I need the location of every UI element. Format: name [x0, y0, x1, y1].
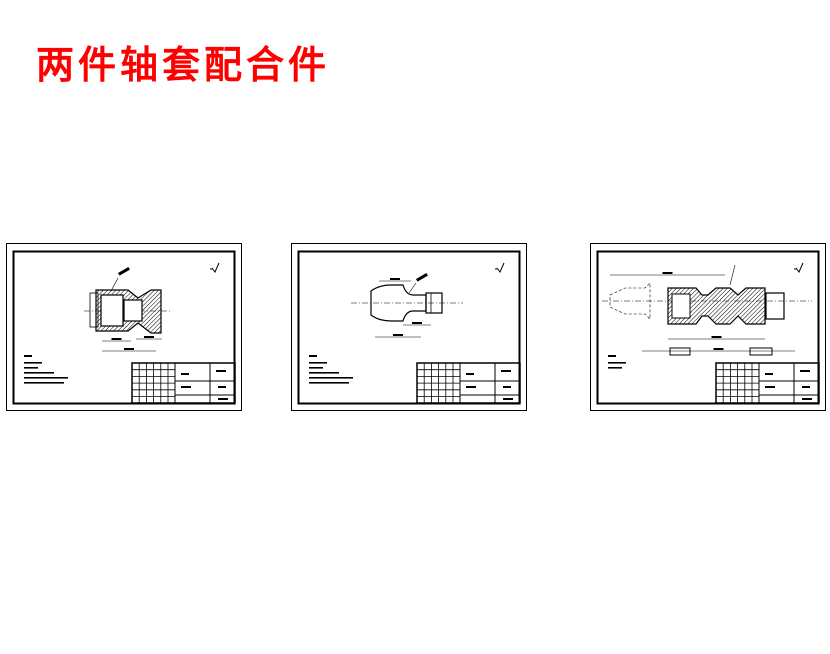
title-block-text-mark: [765, 373, 773, 375]
notes-line-mark: [24, 362, 42, 364]
sheet-inner-border: [596, 250, 820, 405]
dimension-text-mark: [711, 336, 722, 338]
dimension-text-mark: [390, 278, 400, 280]
leader-line: [408, 282, 417, 294]
notes-line-mark: [309, 377, 353, 379]
shaft-thread: [425, 292, 443, 314]
dimension-text-mark: [144, 336, 154, 338]
title-block: [131, 362, 236, 404]
drawing-sheet-shaft: [291, 243, 527, 411]
roughness-symbol-icon: [794, 262, 804, 273]
assembly-bore: [671, 293, 691, 319]
tolerance-frame: [669, 347, 691, 356]
dimension-text-mark: [713, 348, 724, 350]
title-block-text-mark: [181, 386, 191, 388]
sheet-outer-border: [291, 243, 527, 411]
notes-line-mark: [24, 367, 38, 369]
sheet-inner-border: [12, 250, 236, 405]
roughness-symbol-icon: [210, 262, 220, 273]
title-block-text-mark: [466, 373, 474, 375]
dimension-text-mark: [393, 334, 403, 336]
sheet-outer-border: [590, 243, 826, 411]
notes-line-mark: [24, 377, 68, 379]
assembly-thread: [765, 292, 785, 320]
leader-line: [729, 264, 736, 286]
dimension-text-mark: [124, 348, 134, 350]
notes-line-mark: [309, 372, 339, 374]
roughness-symbol-icon: [495, 262, 505, 273]
title-block-text-mark: [218, 386, 226, 388]
notes-line-mark: [608, 362, 626, 364]
notes-heading-mark: [309, 355, 317, 357]
notes-heading-mark: [608, 355, 616, 357]
notes-line-mark: [309, 382, 349, 384]
dimension-text-mark: [111, 338, 122, 340]
phantom-part-outline: [609, 282, 651, 320]
title-block-text-mark: [802, 398, 812, 400]
notes-line-mark: [309, 362, 327, 364]
sheet-outer-border: [6, 243, 242, 411]
title-block-text-mark: [503, 398, 513, 400]
title-block-text-mark: [181, 373, 189, 375]
technical-notes: [24, 355, 68, 384]
title-block-text-mark: [503, 386, 511, 388]
page-title: 两件轴套配合件: [36, 42, 331, 87]
sleeve-inner-bore: [123, 299, 143, 322]
title-block-text-mark: [218, 398, 228, 400]
title-block-text-mark: [802, 386, 810, 388]
title-block: [715, 362, 820, 404]
title-block-text-mark: [466, 386, 476, 388]
leader-text-mark: [416, 273, 428, 282]
leader-text-mark: [118, 267, 130, 276]
title-block-text-mark: [216, 370, 226, 372]
sleeve-bore: [100, 294, 124, 327]
notes-line-mark: [24, 382, 64, 384]
technical-notes: [309, 355, 353, 384]
notes-heading-mark: [24, 355, 32, 357]
dimension-text-mark: [412, 322, 422, 324]
drawing-sheet-sleeve: [6, 243, 242, 411]
title-block-text-mark: [501, 370, 511, 372]
title-block: [416, 362, 521, 404]
technical-notes: [608, 355, 626, 369]
sheet-inner-border: [297, 250, 521, 405]
notes-line-mark: [309, 367, 323, 369]
sleeve-end: [89, 292, 99, 328]
leader-line: [110, 277, 119, 292]
tolerance-frame: [749, 347, 773, 356]
assembly-section: [667, 287, 766, 325]
title-block-text-mark: [765, 386, 775, 388]
notes-line-mark: [608, 367, 622, 369]
dimension-text-mark: [662, 272, 673, 274]
drawing-sheet-assembly: [590, 243, 826, 411]
notes-line-mark: [24, 372, 54, 374]
title-block-text-mark: [800, 370, 810, 372]
